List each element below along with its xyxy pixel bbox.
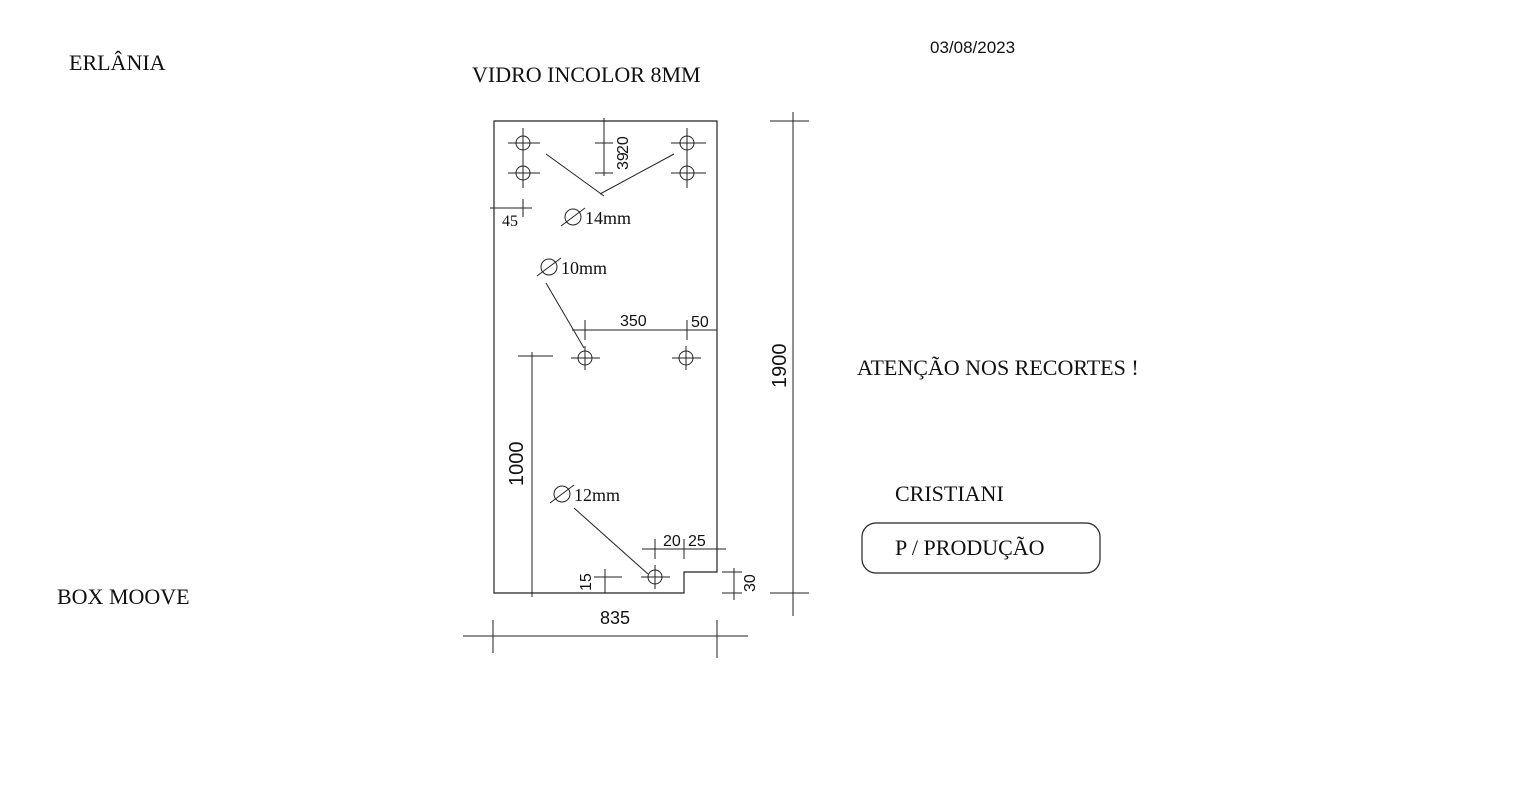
dimension-mid-edge-label: 50: [691, 314, 709, 331]
dimension-top-offset-a: 20: [615, 136, 632, 154]
dimension-top-offset: [595, 118, 613, 176]
dimension-bottom: [642, 539, 726, 559]
dimension-notch-height-label: 30: [742, 574, 759, 592]
dimension-overall-width: [463, 620, 748, 658]
dimension-edge-offset: [490, 199, 532, 217]
hole-middle-left: [571, 346, 600, 370]
hole-diameter-bottom: 12mm: [574, 485, 620, 505]
author-name: CRISTIANI: [895, 481, 1004, 506]
dimension-bottom-b: 25: [688, 533, 706, 550]
production-badge-frame: [861, 522, 1101, 574]
dimension-overall-width-label: 835: [600, 608, 630, 628]
hole-top-right-lower: [671, 158, 706, 188]
leader-top-right: [599, 153, 675, 195]
hole-middle-right: [672, 346, 701, 370]
dimension-left-height-label: 1000: [506, 442, 528, 487]
dimension-mid-span: [572, 320, 717, 340]
hole-diameter-middle: 10mm: [561, 258, 607, 278]
dimension-left-height: [518, 352, 553, 597]
material-label: VIDRO INCOLOR 8MM: [472, 62, 701, 87]
production-badge: P / PRODUÇÃO: [861, 522, 1101, 574]
glass-panel-outline: [493, 120, 718, 594]
diameter-symbol-icon: [560, 207, 586, 227]
dimension-overall-height: [770, 112, 809, 616]
drawing-date: 03/08/2023: [930, 38, 1015, 57]
hole-top-right-upper: [671, 128, 706, 158]
hole-diameter-top: 14mm: [585, 208, 631, 228]
dimension-edge-offset-label: 45: [502, 213, 518, 230]
leader-top-left: [545, 153, 605, 197]
dimension-mid-span-label: 350: [620, 313, 647, 330]
hole-top-left-lower: [508, 158, 540, 188]
diameter-symbol-icon: [549, 484, 575, 504]
leader-bottom: [573, 507, 649, 575]
dimension-bottom-offset: [594, 569, 622, 593]
client-name: ERLÂNIA: [69, 50, 166, 75]
warning-note: ATENÇÃO NOS RECORTES !: [857, 355, 1139, 380]
leader-middle: [545, 282, 585, 349]
dimension-notch-height: [722, 568, 742, 600]
dimension-bottom-offset-label: 15: [578, 573, 595, 591]
production-status: P / PRODUÇÃO: [895, 535, 1045, 560]
dimension-bottom-a: 20: [663, 533, 681, 550]
dimension-overall-height-label: 1900: [769, 344, 791, 389]
hole-bottom: [641, 565, 670, 589]
product-name: BOX MOOVE: [57, 584, 190, 609]
hole-top-left-upper: [508, 128, 540, 158]
dimension-top-offset-b: 39: [615, 152, 632, 170]
diameter-symbol-icon: [536, 257, 562, 277]
